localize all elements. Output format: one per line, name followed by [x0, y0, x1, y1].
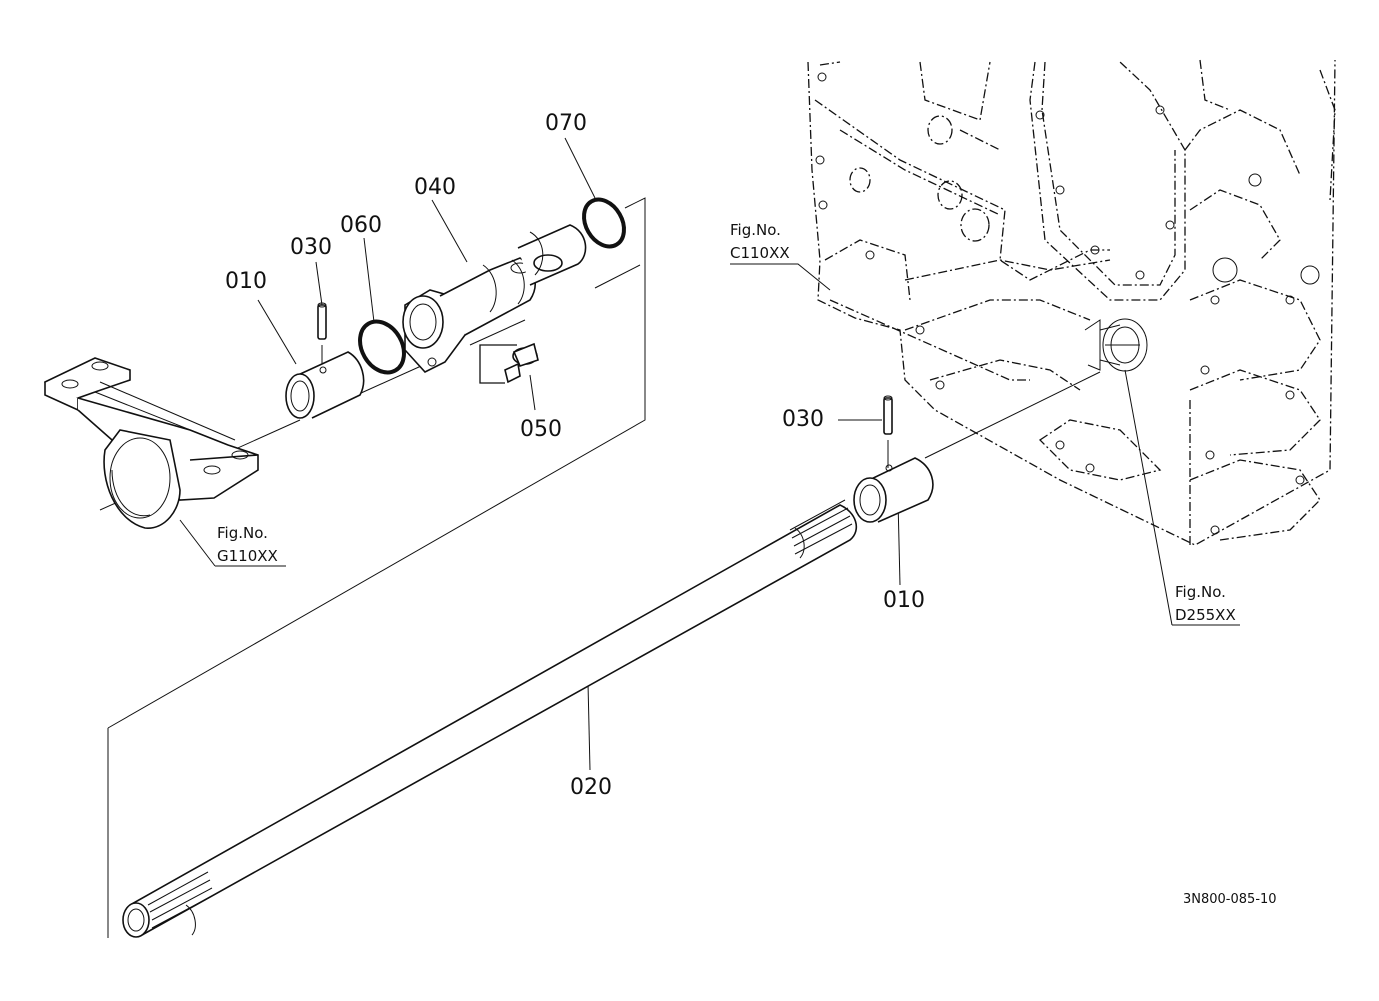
part-070-o-ring [582, 197, 626, 249]
part-020-splined-shaft [122, 499, 858, 938]
part-030-lower-pin [883, 395, 893, 435]
callout-050: 050 [520, 417, 562, 442]
figure-ref-g110-line2: G110XX [217, 547, 278, 565]
shifter-arm [44, 357, 259, 529]
part-040-sleeve-housing [402, 224, 587, 373]
callout-010-upper: 010 [225, 269, 267, 294]
diagram-code: 3N800-085-10 [1183, 892, 1277, 907]
case-spline-stub [1084, 318, 1148, 372]
figure-ref-g110-line1: Fig.No. [217, 524, 268, 542]
part-030-upper-pin [317, 302, 327, 340]
callout-020: 020 [570, 775, 612, 800]
callout-060: 060 [340, 213, 382, 238]
figure-ref-g110: Fig.No. G110XX [217, 524, 278, 565]
figure-ref-d255-line1: Fig.No. [1175, 583, 1226, 601]
leader-lines [107, 137, 1240, 938]
callout-040: 040 [414, 175, 456, 200]
part-010-lower-bushing [853, 457, 934, 523]
part-050-bolt [504, 342, 539, 384]
callout-070: 070 [545, 111, 587, 136]
figure-ref-d255: Fig.No. D255XX [1175, 583, 1236, 624]
part-010-upper-bushing [285, 351, 365, 419]
part-060-o-ring [358, 319, 406, 375]
callout-030-lower: 030 [782, 407, 824, 432]
callout-labels: 010 030 060 040 070 050 030 010 020 [225, 111, 925, 800]
transmission-case [807, 59, 1336, 546]
figure-ref-d255-line2: D255XX [1175, 606, 1236, 624]
figure-ref-c110-line2: C110XX [730, 244, 790, 262]
figure-ref-c110: Fig.No. C110XX [730, 221, 790, 262]
callout-030-upper: 030 [290, 235, 332, 260]
callout-010-lower: 010 [883, 588, 925, 613]
figure-ref-c110-line1: Fig.No. [730, 221, 781, 239]
